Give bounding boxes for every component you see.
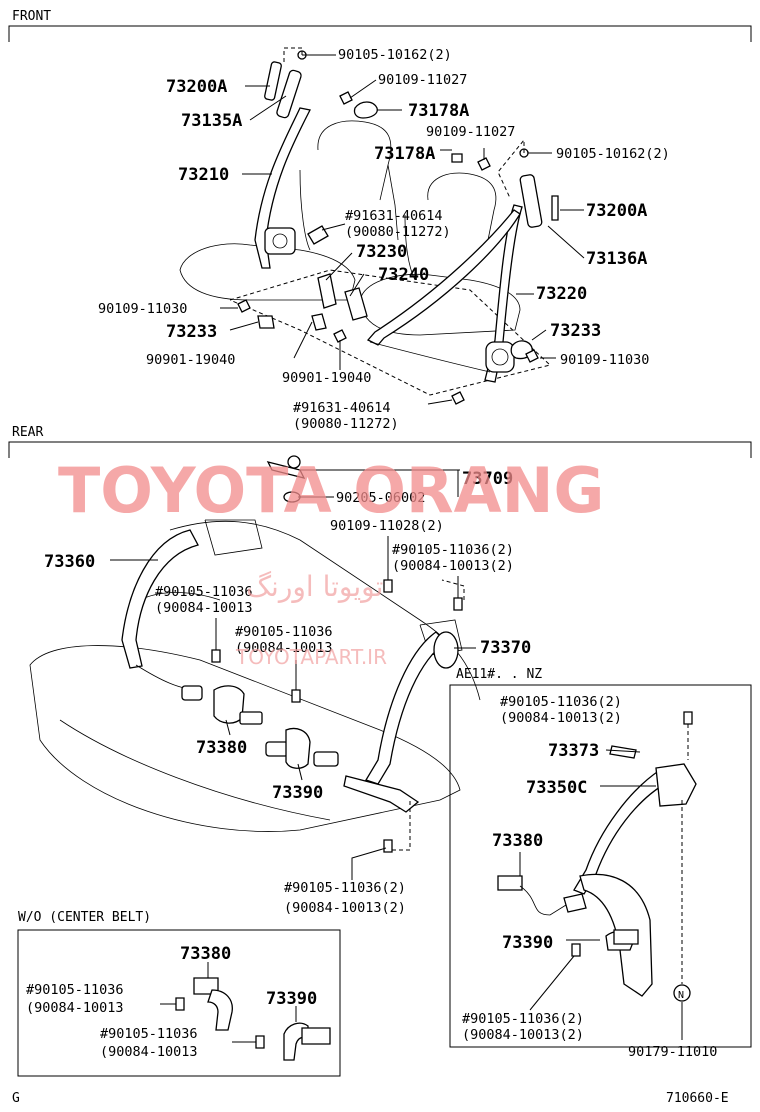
- label-73178a-1: 73178A: [408, 101, 469, 121]
- rear-seat-illustration: [29, 519, 481, 832]
- label-73380: 73380: [196, 738, 247, 758]
- label-wo-90105-11036-c: #90105-11036: [26, 982, 124, 998]
- label-90084-10013-2a: (90084-10013(2): [392, 558, 514, 574]
- label-wo-90105-11036-d: #90105-11036: [100, 1026, 198, 1042]
- rear-section-title: REAR: [12, 425, 43, 440]
- label-wo-73380: 73380: [180, 944, 231, 964]
- footer: G 710660-E: [12, 1091, 729, 1106]
- label-90901-19040-a: 90901-19040: [146, 352, 235, 368]
- label-91631-40614-b: #91631-40614: [293, 400, 391, 416]
- wo-inset-title: W/O (CENTER BELT): [18, 910, 151, 925]
- front-right-belt: [333, 148, 559, 405]
- label-90080-11272-a: (90080-11272): [345, 224, 451, 240]
- n-mark: N: [678, 990, 684, 1001]
- label-90109-11030-right: 90109-11030: [560, 352, 649, 368]
- label-73178a-2: 73178A: [374, 144, 435, 164]
- label-wo-90084-10013-c: (90084-10013: [26, 1000, 124, 1016]
- label-90109-11027-mid: 90109-11027: [426, 124, 515, 140]
- rear-part-labels: 73709 90205-06002 90109-11028(2) #90105-…: [44, 469, 531, 916]
- front-left-belt: [237, 50, 378, 331]
- diagram-reference-number: 710660-E: [666, 1091, 729, 1106]
- label-ae11-73390: 73390: [502, 933, 553, 953]
- label-90109-11030-left: 90109-11030: [98, 301, 187, 317]
- label-73135a: 73135A: [181, 111, 242, 131]
- label-90084-10013-2b: (90084-10013(2): [284, 900, 406, 916]
- label-73360: 73360: [44, 552, 95, 572]
- rear-belts: [121, 455, 463, 853]
- label-73709: 73709: [462, 469, 513, 489]
- front-seat-illustration: [179, 120, 552, 396]
- label-ae11-90084-10013-2c: (90084-10013(2): [500, 710, 622, 726]
- label-73210: 73210: [178, 165, 229, 185]
- label-90109-11028: 90109-11028(2): [330, 518, 444, 534]
- label-73200a-left: 73200A: [166, 77, 227, 97]
- label-ae11-73380: 73380: [492, 831, 543, 851]
- label-73373: 73373: [548, 741, 599, 761]
- label-ae11-90105-11036-2c: #90105-11036(2): [500, 694, 622, 710]
- watermark-main: TOYOTA ORANG: [58, 454, 604, 527]
- label-73230: 73230: [356, 242, 407, 262]
- label-ae11-90105-11036-2d: #90105-11036(2): [462, 1011, 584, 1027]
- ae11-inset-title: AE11#. . NZ: [456, 667, 542, 682]
- label-wo-73390: 73390: [266, 989, 317, 1009]
- watermark-arabic: تویوتا اورنگ: [246, 570, 383, 603]
- label-90105-10162-right: 90105-10162(2): [556, 146, 670, 162]
- label-90105-10162-top: 90105-10162(2): [338, 47, 452, 63]
- label-90080-11272-b: (90080-11272): [293, 416, 399, 432]
- watermark-site: TOYOTAPART.IR: [235, 645, 387, 669]
- label-73370: 73370: [480, 638, 531, 658]
- label-91631-40614-a: #91631-40614: [345, 208, 443, 224]
- label-ae11-90084-10013-2d: (90084-10013(2): [462, 1027, 584, 1043]
- label-90105-11036-2b: #90105-11036(2): [284, 880, 406, 896]
- label-wo-90084-10013-d: (90084-10013: [100, 1044, 198, 1060]
- label-73233-left: 73233: [166, 322, 217, 342]
- label-73233-right: 73233: [550, 321, 601, 341]
- label-73240: 73240: [378, 265, 429, 285]
- front-leader-lines: [220, 47, 585, 405]
- ae11-inset: AE11#. . NZ N #90105-11036(2) (90084-100…: [449, 667, 752, 1060]
- label-73200a-right: 73200A: [586, 201, 647, 221]
- front-section-title: FRONT: [12, 9, 51, 24]
- label-73136a: 73136A: [586, 249, 647, 269]
- label-90105-11036-2a: #90105-11036(2): [392, 542, 514, 558]
- footer-left-code: G: [12, 1091, 20, 1106]
- watermark: TOYOTA ORANG تویوتا اورنگ TOYOTAPART.IR: [58, 454, 604, 669]
- label-90105-11036-a: #90105-11036: [155, 584, 253, 600]
- rear-leader-lines: [110, 469, 476, 880]
- label-73220: 73220: [536, 284, 587, 304]
- label-90084-10013-a: (90084-10013: [155, 600, 253, 616]
- label-90205-06002: 90205-06002: [336, 490, 425, 506]
- label-90105-11036-b: #90105-11036: [235, 624, 333, 640]
- label-90179-11010: 90179-11010: [628, 1044, 717, 1060]
- rear-section: REAR: [8, 425, 752, 458]
- label-90084-10013-b: (90084-10013: [235, 640, 333, 656]
- front-section: FRONT: [8, 9, 752, 42]
- front-part-labels: 90105-10162(2) 73200A 90109-11027 73178A…: [98, 47, 670, 432]
- label-90109-11027-top: 90109-11027: [378, 72, 467, 88]
- label-73390: 73390: [272, 783, 323, 803]
- wo-center-belt-inset: W/O (CENTER BELT) 73380 #90105-11036 733…: [17, 910, 341, 1077]
- label-73350c: 73350C: [526, 778, 587, 798]
- label-90901-19040-b: 90901-19040: [282, 370, 371, 386]
